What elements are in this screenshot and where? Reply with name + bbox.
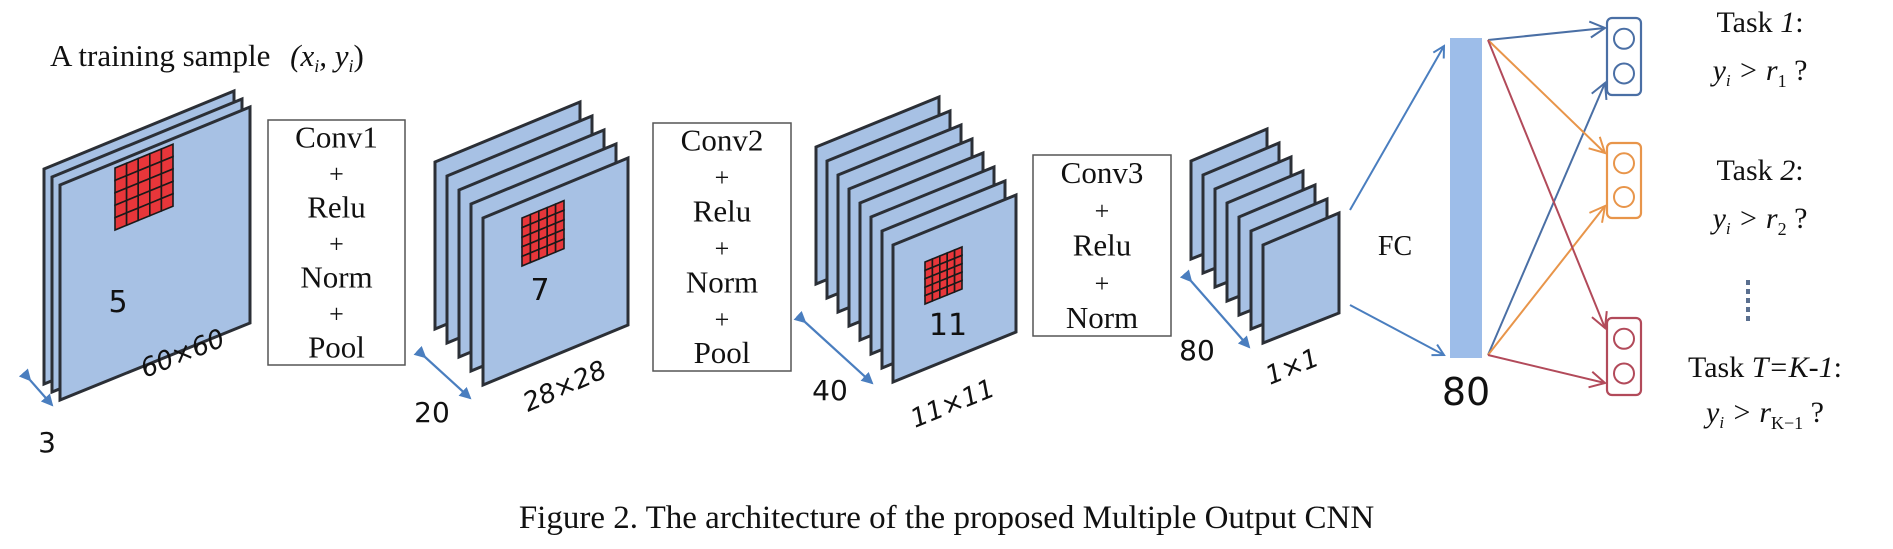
- feature-map-front-sheet: [1261, 210, 1341, 346]
- feature-map-stack: 11 40 11×11: [793, 94, 1018, 435]
- depth-arrow-icon: [18, 368, 54, 407]
- task-output: Task 1: yi > r1 ?: [1487, 6, 1808, 356]
- kernel-cell: [924, 291, 934, 306]
- operation-label: Relu: [693, 193, 752, 228]
- output-neuron-icon: [1613, 27, 1635, 50]
- kernel-cell: [953, 279, 963, 294]
- output-neuron-icon: [1613, 186, 1635, 208]
- fc-vector-bar: [1450, 38, 1482, 358]
- kernel-cell: [554, 237, 565, 254]
- depth-label: 40: [812, 374, 848, 407]
- operation-label: Conv3: [1061, 155, 1144, 190]
- output-unit-box: [1605, 16, 1643, 97]
- output-unit-box: [1605, 316, 1643, 397]
- kernel-size-label: 7: [530, 273, 549, 308]
- depth-label: 20: [414, 396, 450, 429]
- task-connection-arrow-icon: [1487, 354, 1605, 383]
- plus-sign: +: [329, 159, 344, 188]
- depth-arrow-icon: [413, 345, 472, 400]
- figure-caption: Figure 2. The architecture of the propos…: [518, 500, 1375, 536]
- spatial-size-label: 11×11: [906, 374, 999, 435]
- depth-arrow-icon: [1179, 269, 1251, 349]
- operation-box-frame: [267, 119, 406, 366]
- task-title: Task 1:: [1716, 6, 1803, 39]
- task-condition: yi > rK−1 ?: [1703, 396, 1824, 433]
- operation-label: Norm: [686, 264, 758, 299]
- kernel-cell: [938, 285, 949, 300]
- output-neuron-icon: [1613, 362, 1635, 385]
- fc-units-label: 80: [1442, 370, 1490, 414]
- operation-label: Relu: [307, 189, 366, 224]
- operation-label: Pool: [308, 329, 365, 364]
- ellipsis-dot: [1746, 316, 1750, 321]
- task-condition: yi > r1 ?: [1710, 54, 1808, 91]
- task-title: Task T=K-1:: [1688, 351, 1842, 384]
- kernel-cell: [160, 192, 174, 213]
- operation-label: Norm: [1066, 300, 1138, 335]
- kernel-cell: [946, 282, 956, 297]
- kernel-grid: [924, 245, 963, 306]
- spatial-size-label: 1×1: [1261, 343, 1323, 391]
- fully-connected-layer: FC 80: [1349, 38, 1490, 414]
- operation-box: Conv2+Relu+Norm+Pool: [652, 122, 792, 372]
- operation-label: Conv1: [295, 119, 378, 154]
- ellipsis-dot: [1746, 289, 1750, 294]
- operation-box-frame: [1032, 154, 1172, 337]
- output-neuron-icon: [1613, 152, 1635, 175]
- output-neuron-icon: [1613, 62, 1635, 85]
- feature-map-front-sheet: [481, 155, 630, 388]
- depth-label: 3: [38, 426, 56, 459]
- plus-sign: +: [329, 229, 344, 258]
- plus-sign: +: [715, 305, 730, 334]
- operation-box: Conv3+Relu+Norm: [1032, 154, 1172, 337]
- plus-sign: +: [329, 299, 344, 328]
- plus-sign: +: [1095, 196, 1110, 225]
- depth-label: 80: [1179, 334, 1215, 367]
- ellipsis-dot: [1746, 280, 1750, 285]
- task-connection-arrow-icon: [1487, 206, 1605, 356]
- kernel-size-label: 5: [108, 285, 127, 320]
- operation-box: Conv1+Relu+Norm+Pool: [267, 119, 406, 366]
- operation-label: Conv2: [681, 123, 764, 158]
- fc-arrow-up-icon: [1349, 46, 1444, 211]
- output-unit-box: [1605, 141, 1643, 220]
- task-connection-arrow-icon: [1487, 39, 1605, 153]
- depth-arrow-icon: [793, 310, 874, 385]
- ellipsis-dot: [1746, 298, 1750, 303]
- kernel-grid: [114, 142, 174, 232]
- output-neuron-icon: [1613, 327, 1635, 350]
- task-title: Task 2:: [1716, 154, 1803, 187]
- feature-map-stack: 80 1×1: [1179, 126, 1341, 391]
- ellipsis-dots-icon: [1746, 280, 1750, 321]
- task-output: Task T=K-1: yi > rK−1 ?: [1487, 39, 1842, 433]
- operation-boxes: Conv1+Relu+Norm+PoolConv2+Relu+Norm+Pool…: [267, 119, 1172, 372]
- task-connection-arrow-icon: [1487, 83, 1605, 356]
- kernel-size-label: 11: [929, 308, 967, 343]
- plus-sign: +: [1095, 269, 1110, 298]
- input-sample-label: A training sample (xi, yi): [50, 38, 364, 76]
- fc-label: FC: [1378, 231, 1412, 262]
- task-output: Task 2: yi > r2 ?: [1487, 39, 1808, 356]
- operation-label: Relu: [1073, 228, 1132, 263]
- operation-label: Pool: [694, 335, 751, 370]
- task-condition: yi > r2 ?: [1710, 202, 1808, 239]
- plus-sign: +: [715, 234, 730, 263]
- fc-arrow-down-icon: [1349, 304, 1444, 355]
- plus-sign: +: [715, 163, 730, 192]
- ellipsis-dot: [1746, 307, 1750, 312]
- operation-box-frame: [652, 122, 792, 372]
- operation-label: Norm: [300, 259, 372, 294]
- feature-map-front-sheet: [58, 104, 252, 403]
- kernel-grid: [521, 199, 565, 268]
- kernel-cell: [931, 288, 941, 303]
- task-outputs: Task 1:yi > r1 ?Task 2:yi > r2 ?Task T=K…: [1487, 6, 1842, 433]
- task-connection-arrow-icon: [1487, 28, 1605, 41]
- task-connection-arrow-icon: [1487, 39, 1605, 328]
